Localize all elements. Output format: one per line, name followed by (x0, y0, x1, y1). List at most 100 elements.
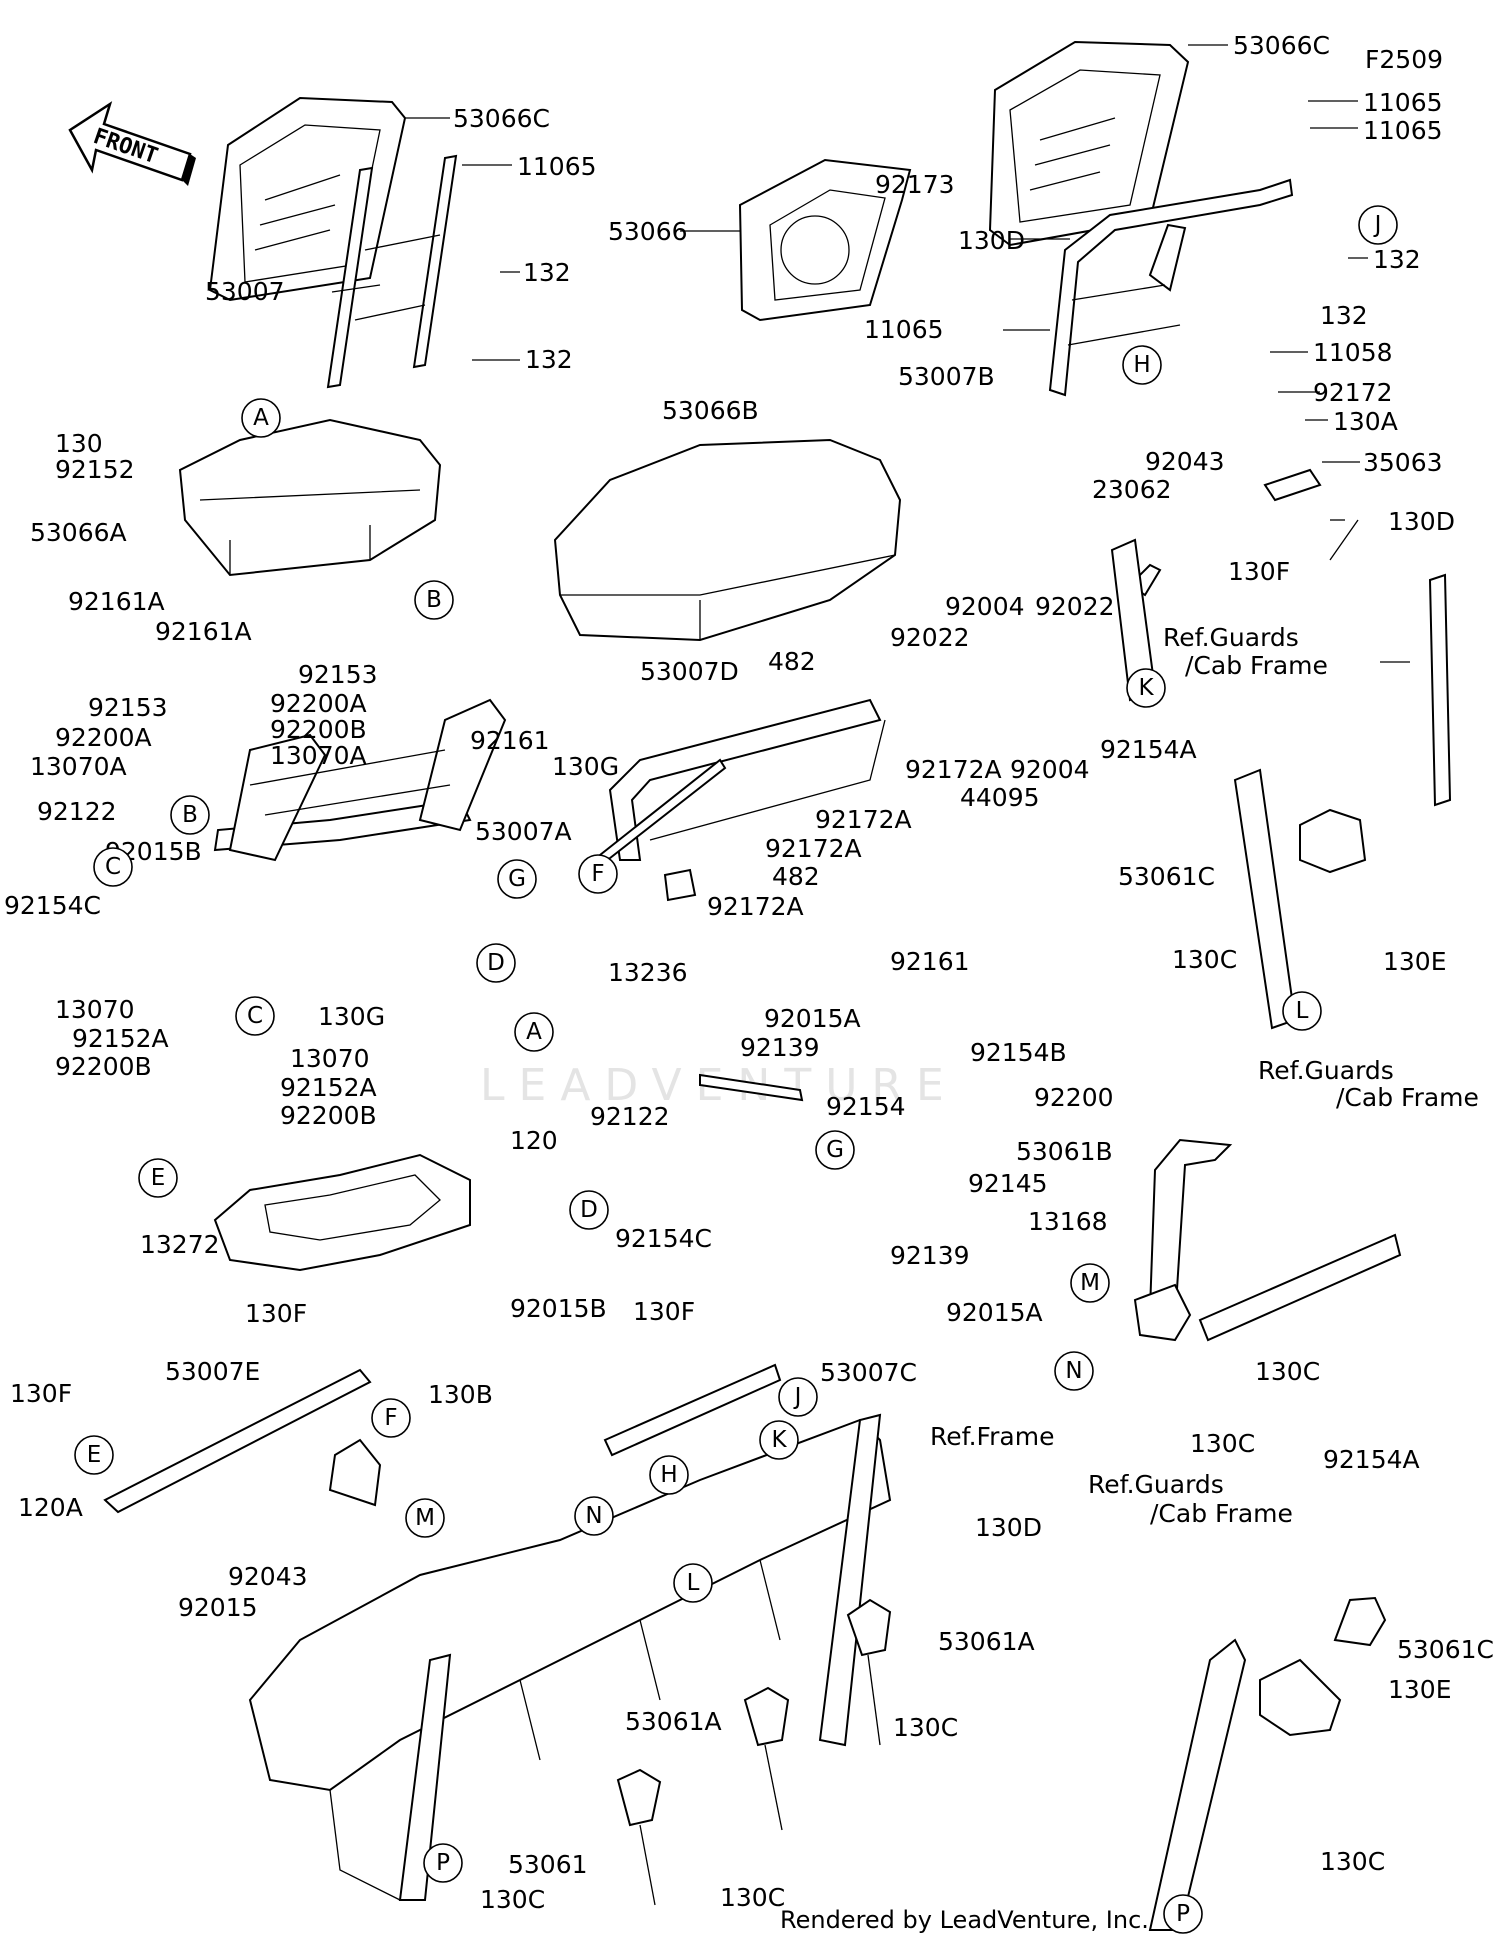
svg-text:E: E (87, 1442, 102, 1468)
label-92154B: 92154B (970, 1038, 1067, 1067)
label-92015A-a: 92015A (764, 1004, 861, 1033)
callout-P-left: P (423, 1843, 463, 1883)
callout-C-lower: C (235, 996, 275, 1036)
label-130C-c: 130C (1190, 1429, 1255, 1458)
label-130E-b: 130E (1388, 1675, 1452, 1704)
label-92153-b: 92153 (88, 693, 168, 722)
svg-text:F: F (591, 861, 604, 887)
label-53007E: 53007E (165, 1357, 260, 1386)
label-130F-b: 130F (245, 1299, 307, 1328)
label-92152A-b: 92152A (280, 1073, 377, 1102)
label-130: 130 (55, 429, 103, 458)
label-132-b: 132 (1373, 245, 1421, 274)
label-130A: 130A (1333, 407, 1398, 436)
label-13070A-a: 13070A (30, 752, 127, 781)
svg-text:B: B (426, 587, 442, 613)
label-92200B-a: 92200B (270, 715, 367, 744)
label-11065-b: 11065 (1363, 116, 1443, 145)
svg-text:C: C (247, 1003, 263, 1029)
callout-J-upper: J (1358, 205, 1398, 245)
label-132-a: 132 (523, 258, 571, 287)
label-13070A-b: 13070A (270, 741, 367, 770)
svg-text:A: A (526, 1019, 542, 1045)
svg-text:J: J (793, 1384, 802, 1410)
label-44095: 44095 (960, 783, 1040, 812)
label-92152: 92152 (55, 455, 135, 484)
label-11065-d: 11065 (864, 315, 944, 344)
callout-C-mid: C (93, 847, 133, 887)
svg-text:P: P (436, 1850, 450, 1876)
callout-B-mid: B (170, 795, 210, 835)
svg-text:G: G (826, 1137, 844, 1163)
label-92152A-a: 92152A (72, 1024, 169, 1053)
svg-text:P: P (1176, 1901, 1190, 1927)
callout-E-mid: E (138, 1158, 178, 1198)
label-53066: 53066 (608, 217, 688, 246)
label-cab-frame-b: /Cab Frame (1336, 1083, 1479, 1112)
label-132-d: 132 (525, 345, 573, 374)
callout-N-upper: N (1054, 1351, 1094, 1391)
label-92200A-a: 92200A (270, 689, 367, 718)
label-130G-a: 130G (552, 752, 619, 781)
label-92139-a: 92139 (740, 1033, 820, 1062)
label-35063: 35063 (1363, 448, 1443, 477)
label-130B: 130B (428, 1380, 493, 1409)
front-arrow: FRONT (68, 101, 196, 186)
callout-D-lower: D (569, 1190, 609, 1230)
callout-L-lower: L (673, 1563, 713, 1603)
svg-text:A: A (253, 405, 269, 431)
label-92154: 92154 (826, 1092, 906, 1121)
label-92161A-b: 92161A (155, 617, 252, 646)
svg-text:B: B (182, 802, 198, 828)
callout-B-upper: B (414, 580, 454, 620)
label-482-b: 482 (772, 862, 820, 891)
label-92122-b: 92122 (590, 1102, 670, 1131)
reference-callouts: J A H B K B C G F D C A L G E D M N J F … (74, 205, 1398, 1934)
callout-M-upper: M (1070, 1263, 1110, 1303)
label-92161-b: 92161 (890, 947, 970, 976)
label-130G-b: 130G (318, 1002, 385, 1031)
label-53007B: 53007B (898, 362, 995, 391)
label-130D-b: 130D (1388, 507, 1455, 536)
label-92154C-a: 92154C (4, 891, 101, 920)
label-92200A-b: 92200A (55, 723, 152, 752)
label-11058: 11058 (1313, 338, 1393, 367)
label-130C-b: 130C (1255, 1357, 1320, 1386)
callout-A-upper: A (241, 398, 281, 438)
label-92004-a: 92004 (945, 592, 1025, 621)
label-92172A-a: 92172A (905, 755, 1002, 784)
label-92200B-b: 92200B (55, 1052, 152, 1081)
label-53061C-b: 53061C (1397, 1635, 1494, 1664)
callout-K-upper: K (1126, 668, 1166, 708)
label-130C-g: 130C (720, 1883, 785, 1912)
label-92161-a: 92161 (470, 726, 550, 755)
label-92200B-c: 92200B (280, 1101, 377, 1130)
label-ref-guards-b: Ref.Guards (1258, 1056, 1394, 1085)
label-53066B: 53066B (662, 396, 759, 425)
label-13272: 13272 (140, 1230, 220, 1259)
label-130C-f: 130C (480, 1885, 545, 1914)
label-92153-a: 92153 (298, 660, 378, 689)
svg-text:L: L (1296, 998, 1309, 1024)
parts-artwork (103, 40, 1452, 1931)
callout-F-lower: F (371, 1398, 411, 1438)
label-482-a: 482 (768, 647, 816, 676)
svg-text:J: J (1373, 212, 1382, 238)
label-130F-d: 130F (10, 1379, 72, 1408)
label-53066A: 53066A (30, 518, 127, 547)
label-120A: 120A (18, 1493, 83, 1522)
label-92145: 92145 (968, 1169, 1048, 1198)
svg-text:D: D (580, 1197, 598, 1223)
label-92043-b: 92043 (228, 1562, 308, 1591)
label-53061: 53061 (508, 1850, 588, 1879)
svg-text:C: C (105, 854, 121, 880)
label-11065-c: 11065 (517, 152, 597, 181)
label-92139-b: 92139 (890, 1241, 970, 1270)
callout-P-right: P (1163, 1894, 1203, 1934)
callout-G-lower: G (815, 1130, 855, 1170)
label-53066C-left: 53066C (453, 104, 550, 133)
label-92172: 92172 (1313, 378, 1393, 407)
callout-K-lower: K (759, 1420, 799, 1460)
callout-E-lower: E (74, 1435, 114, 1475)
label-53007: 53007 (205, 277, 285, 306)
